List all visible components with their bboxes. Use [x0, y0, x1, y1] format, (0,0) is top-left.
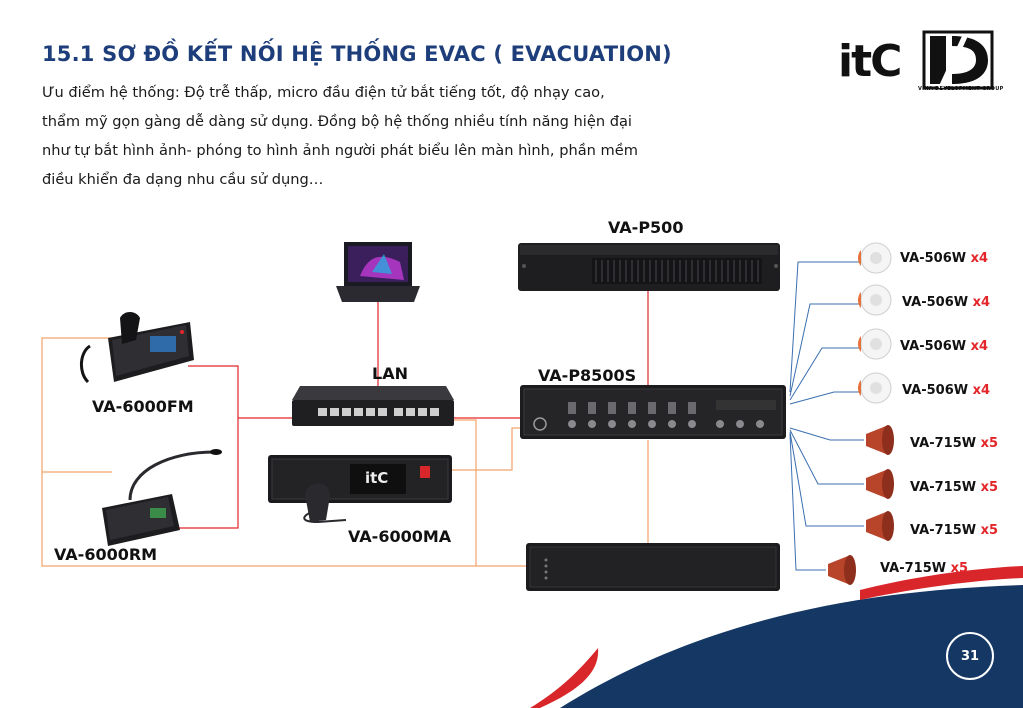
laptop-icon: [336, 242, 420, 302]
label-va-6000fm: VA-6000FM: [92, 397, 194, 416]
speaker-model: VA-506W: [902, 383, 969, 398]
horn-speaker-icon: [866, 425, 894, 455]
speaker-qty: x4: [972, 295, 991, 310]
speaker-label: VA-506W x4: [900, 251, 988, 266]
speaker-qty: x5: [950, 561, 969, 576]
footer-wave-red: [530, 648, 599, 708]
speaker-label: VA-715W x5: [910, 480, 998, 495]
va-6000ma-badge: itC: [365, 469, 389, 487]
speaker-qty: x4: [972, 383, 991, 398]
ceiling-speaker-icon: [858, 242, 892, 274]
speaker-label: VA-715W x5: [880, 561, 968, 576]
va-p8500s-device: [520, 385, 786, 439]
ceiling-speaker-icon: [858, 284, 892, 316]
speaker-connections: [789, 261, 864, 571]
vdg-logo-text: VINA DEVELOPMENT GROUP: [918, 86, 1004, 92]
vdg-logo-icon: [922, 30, 994, 90]
footer-wave-navy: [560, 585, 1023, 708]
speaker-label: VA-506W x4: [902, 383, 990, 398]
va-6000rm-device: [102, 449, 222, 546]
intro-line: như tự bắt hình ảnh- phóng to hình ảnh n…: [42, 142, 638, 159]
label-va-6000ma: VA-6000MA: [348, 527, 452, 546]
speaker-label: VA-715W x5: [910, 436, 998, 451]
speaker-label: VA-506W x4: [900, 339, 988, 354]
itc-logo: itC: [838, 36, 902, 87]
horn-speaker-icon: [828, 555, 856, 585]
speaker-label: VA-506W x4: [902, 295, 990, 310]
label-va-p8500s: VA-P8500S: [538, 366, 637, 385]
footer-wave-red-right: [860, 566, 1023, 600]
label-va-p500: VA-P500: [608, 218, 684, 237]
speaker-model: VA-506W: [900, 251, 967, 266]
lan-switch-device: [292, 386, 454, 426]
speaker-model: VA-506W: [900, 339, 967, 354]
speaker-qty: x5: [980, 523, 999, 538]
horn-speaker-icon: [866, 511, 894, 541]
intro-line: Ưu điểm hệ thống: Độ trễ thấp, micro đầu…: [42, 84, 605, 101]
speaker-model: VA-715W: [880, 561, 947, 576]
va-6000fm-device: [80, 312, 194, 384]
label-va-6000rm: VA-6000RM: [54, 545, 158, 564]
page-number: 31: [946, 632, 994, 680]
speaker-model: VA-506W: [902, 295, 969, 310]
va-p500-device: [518, 243, 780, 291]
horn-speaker-icon: [866, 469, 894, 499]
speaker-qty: x5: [980, 436, 999, 451]
speaker-model: VA-715W: [910, 523, 977, 538]
itc-logo-text: itC: [838, 36, 902, 87]
intro-line: thẩm mỹ gọn gàng dễ dàng sử dụng. Đồng b…: [42, 113, 632, 130]
intro-paragraph: Ưu điểm hệ thống: Độ trễ thấp, micro đầu…: [42, 78, 702, 194]
lan-connections: [178, 290, 649, 529]
page-title: 15.1 SƠ ĐỒ KẾT NỐI HỆ THỐNG EVAC ( EVACU…: [42, 42, 672, 66]
ceiling-speaker-icon: [858, 328, 892, 360]
ceiling-speaker-icon: [858, 372, 892, 404]
speaker-model: VA-715W: [910, 480, 977, 495]
label-lan: LAN: [372, 364, 408, 383]
va-6000ma-device: [268, 455, 452, 524]
intro-line: điều khiển đa dạng nhu cầu sử dụng…: [42, 171, 324, 188]
audio-connections: [41, 337, 649, 567]
speaker-qty: x4: [970, 251, 989, 266]
speaker-qty: x4: [970, 339, 989, 354]
speaker-label: VA-715W x5: [910, 523, 998, 538]
bottom-amplifier-device: [526, 543, 780, 591]
speaker-model: VA-715W: [910, 436, 977, 451]
speaker-qty: x5: [980, 480, 999, 495]
